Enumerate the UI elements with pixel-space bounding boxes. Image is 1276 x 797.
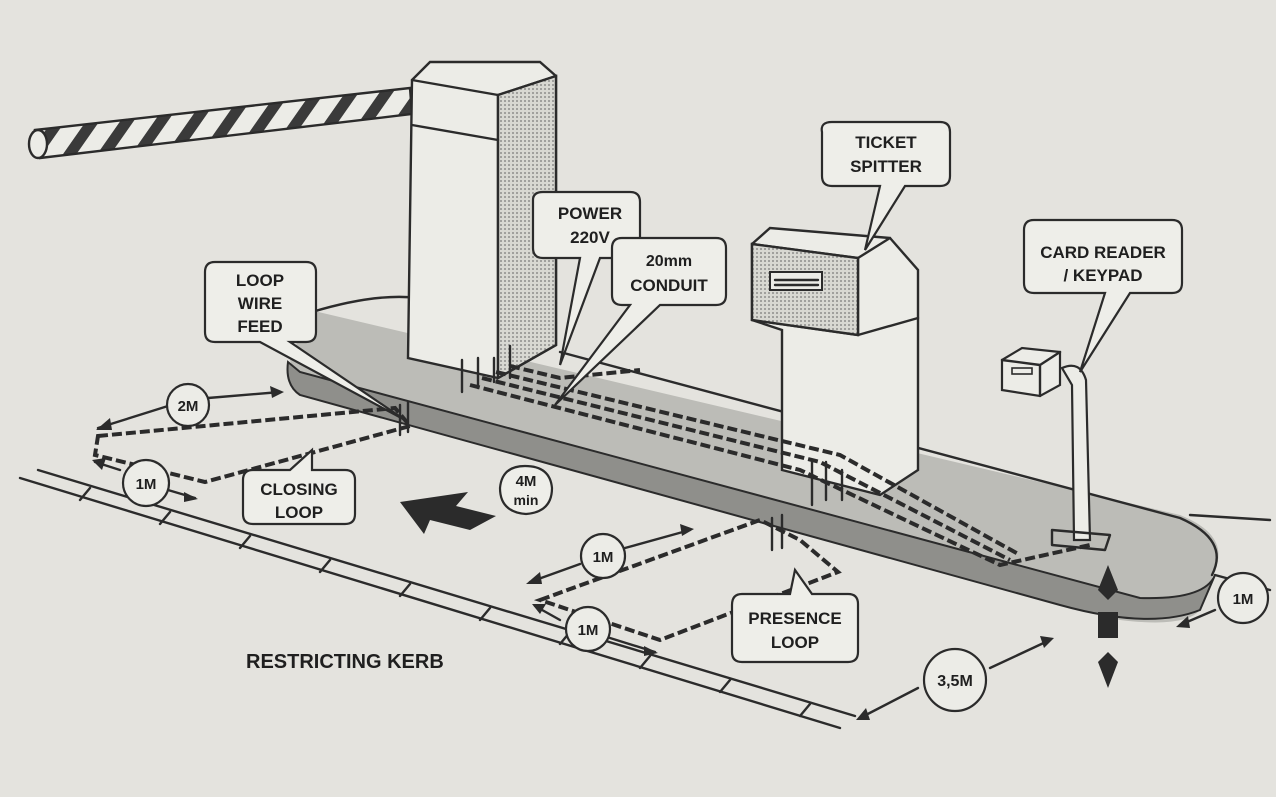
dim-closing-length: 2M [165,382,211,428]
power-label-2: 220V [570,228,610,247]
dim-presence-length: 1M [579,532,627,580]
dimension-arrows [92,386,1217,720]
conduit-label-1: 20mm [646,253,692,270]
closing-loop-label-1: CLOSING [260,480,337,499]
card-reader [1000,346,1112,552]
loop-feed-label-1: LOOP [236,271,284,290]
callout-card-reader: CARD READER / KEYPAD [1022,218,1184,373]
min-distance-badge: 4M min [498,464,554,516]
restricting-kerb-label: RESTRICTING KERB [246,651,444,673]
barrier-cabinet [406,60,558,381]
callout-loop-wire-feed: LOOP WIRE FEED [203,260,406,421]
presence-loop-label-2: LOOP [771,633,819,652]
callout-conduit: 20mm CONDUIT [554,236,728,406]
restricting-kerb [18,468,857,730]
conduit-runs [460,344,1091,568]
dim-presence-width: 1M [564,605,612,653]
loop-feed-label-3: FEED [237,317,282,336]
power-label-1: POWER [558,204,622,223]
callout-power: POWER 220V [531,190,642,366]
traffic-direction-arrow [400,492,496,534]
svg-text:min: min [514,492,539,508]
callout-presence-loop: PRESENCE LOOP [730,567,860,664]
dim-island-end: 1M [1216,571,1270,625]
card-reader-label-2: / KEYPAD [1063,266,1142,285]
ticket-spitter [750,226,920,497]
svg-text:1M: 1M [593,549,614,566]
svg-text:1M: 1M [578,622,599,639]
svg-text:4M: 4M [516,473,537,490]
ticket-spitter-label-2: SPITTER [850,157,922,176]
loop-feed-label-2: WIRE [238,294,282,313]
callout-closing-loop: CLOSING LOOP [241,447,357,526]
presence-loop [533,513,842,643]
ticket-spitter-label-1: TICKET [855,133,917,152]
closing-loop-label-2: LOOP [275,503,323,522]
dim-island-length: 3,5M [922,647,988,713]
svg-text:3,5M: 3,5M [937,673,973,690]
callout-ticket-spitter: TICKET SPITTER [820,120,952,251]
svg-text:1M: 1M [1233,591,1254,608]
conduit-label-2: CONDUIT [630,276,708,295]
barrier-arm [27,86,414,160]
island-width-marker [1098,565,1118,688]
svg-text:1M: 1M [136,476,157,493]
card-reader-label-1: CARD READER [1040,243,1166,262]
island-base [286,295,1272,623]
presence-loop-label-1: PRESENCE [748,609,842,628]
svg-text:2M: 2M [178,398,199,415]
dim-closing-width: 1M [121,458,171,508]
